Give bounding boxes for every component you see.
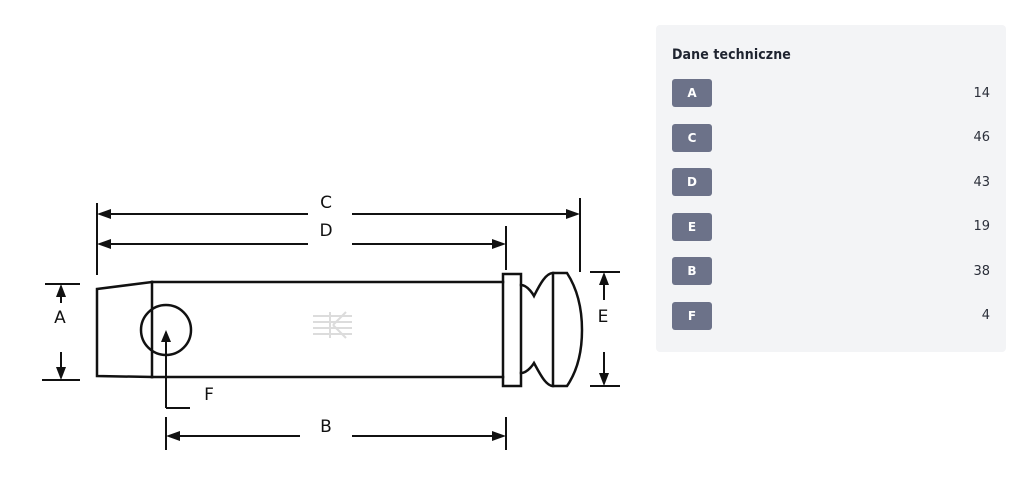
spec-list: A 14 C 46 D 43 E 19 B 38 F 4 (672, 79, 990, 346)
spec-value: 43 (973, 174, 990, 190)
label-f: F (204, 385, 214, 405)
spec-row-b: B 38 (672, 257, 990, 285)
dimension-lines (42, 198, 620, 450)
technical-data-panel: Dane techniczne A 14 C 46 D 43 E 19 B 38… (656, 25, 1006, 352)
technical-drawing: C D A E F B (42, 193, 620, 450)
spec-value: 19 (973, 219, 990, 234)
spec-row-a: A 14 (672, 79, 990, 107)
label-d: D (319, 221, 332, 241)
pin-outline (95, 271, 584, 388)
pin-dimension-diagram: C D A E F B (42, 193, 620, 450)
spec-badge: A (672, 79, 712, 107)
watermark-logo (313, 311, 352, 339)
spec-badge: B (672, 257, 712, 285)
panel-title: Dane techniczne (672, 47, 791, 63)
spec-value: 14 (973, 85, 990, 101)
spec-value: 46 (973, 130, 990, 145)
spec-row-e: E 19 (672, 212, 990, 241)
spec-badge: F (672, 301, 712, 330)
label-b: B (320, 417, 332, 437)
spec-row-f: F 4 (672, 301, 990, 330)
label-e: E (598, 307, 609, 327)
spec-badge: D (672, 168, 712, 196)
spec-badge: E (672, 212, 712, 241)
spec-value: 38 (973, 263, 990, 279)
arrowheads (56, 209, 609, 441)
spec-row-c: C 46 (672, 123, 990, 152)
spec-value: 4 (981, 308, 990, 323)
spec-row-d: D 43 (672, 168, 990, 196)
label-c: C (320, 193, 332, 213)
label-a: A (54, 308, 66, 328)
spec-badge: C (672, 123, 712, 152)
